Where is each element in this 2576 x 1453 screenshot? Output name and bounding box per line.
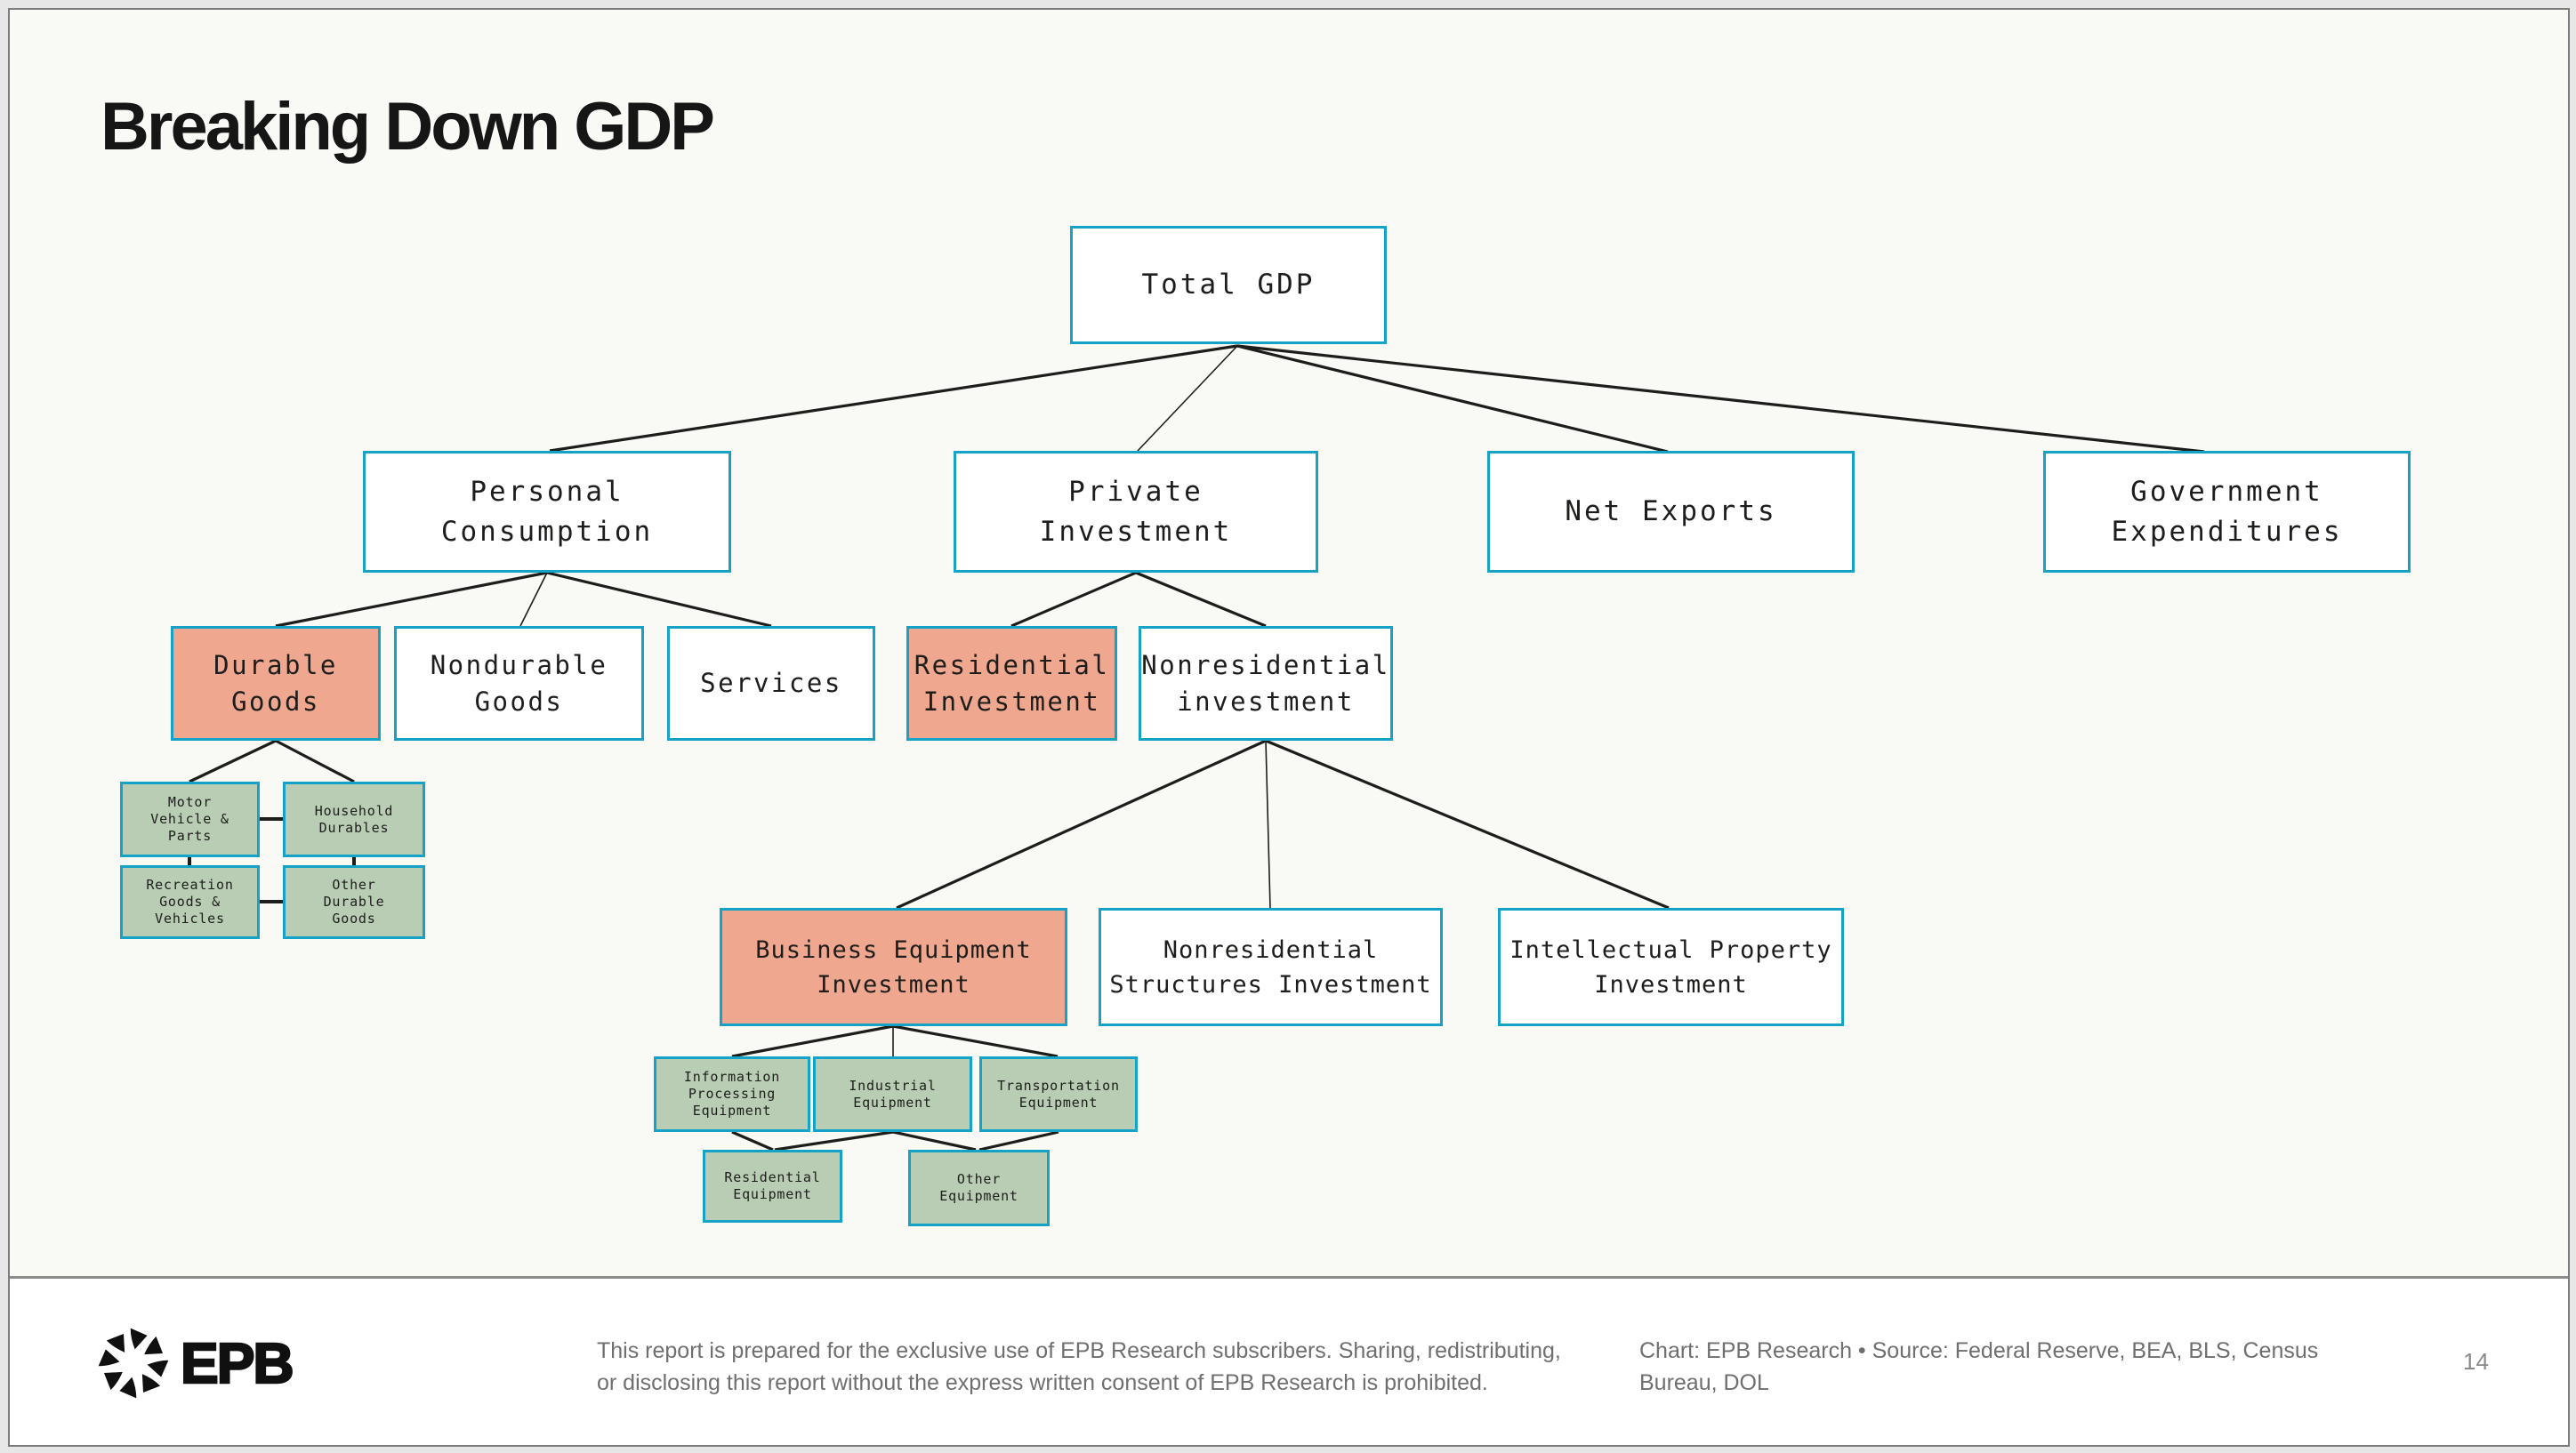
node-other-durable-goods: Other Durable Goods	[283, 865, 425, 939]
node-label: Nonresidential Structures Investment	[1109, 935, 1432, 999]
node-label: Residential Equipment	[724, 1169, 821, 1202]
page-title: Breaking Down GDP	[101, 89, 715, 165]
node-label: Information Processing Equipment	[683, 1069, 781, 1119]
node-motor-vehicle-parts: Motor Vehicle & Parts	[120, 782, 260, 857]
node-label: Total GDP	[1141, 269, 1316, 301]
node-label: Government Expenditures	[2111, 475, 2343, 548]
node-label: Transportation Equipment	[997, 1077, 1120, 1111]
page-number: 14	[2463, 1348, 2489, 1375]
slide: Breaking Down GDP Total GDP Personal Con…	[8, 8, 2570, 1447]
node-total-gdp: Total GDP	[1070, 226, 1387, 344]
node-residential-investment: Residential Investment	[906, 626, 1117, 741]
node-private-investment: Private Investment	[954, 451, 1318, 573]
node-net-exports: Net Exports	[1487, 451, 1855, 573]
node-label: Nondurable Goods	[430, 649, 608, 717]
node-information-processing-equipment: Information Processing Equipment	[654, 1056, 810, 1132]
node-label: Personal Consumption	[440, 475, 654, 548]
chart-source-text: Chart: EPB Research • Source: Federal Re…	[1639, 1338, 2319, 1395]
epb-logo-text: EPB	[180, 1330, 295, 1397]
node-nonresidential-structures-investment: Nonresidential Structures Investment	[1099, 908, 1443, 1026]
node-label: Motor Vehicle & Parts	[150, 794, 229, 844]
footer: EPB This report is prepared for the excl…	[10, 1276, 2568, 1445]
node-label: Private Investment	[1039, 475, 1233, 548]
node-label: Intellectual Property Investment	[1509, 935, 1832, 999]
node-label: Other Equipment	[939, 1171, 1018, 1204]
node-label: Household Durables	[314, 802, 394, 836]
node-intellectual-property-investment: Intellectual Property Investment	[1498, 908, 1844, 1026]
node-label: Residential Investment	[914, 649, 1110, 717]
node-label: Other Durable Goods	[323, 877, 385, 927]
node-nonresidential-investment: Nonresidential investment	[1139, 626, 1393, 741]
node-household-durables: Household Durables	[283, 782, 425, 857]
disclaimer-text: This report is prepared for the exclusiv…	[597, 1338, 1561, 1395]
node-label: Recreation Goods & Vehicles	[146, 877, 234, 927]
node-other-equipment: Other Equipment	[908, 1150, 1050, 1226]
node-transportation-equipment: Transportation Equipment	[979, 1056, 1138, 1132]
node-label: Services	[700, 668, 842, 698]
node-government-expenditures: Government Expenditures	[2043, 451, 2411, 573]
epb-aperture-icon	[98, 1328, 169, 1399]
node-nondurable-goods: Nondurable Goods	[394, 626, 644, 741]
node-industrial-equipment: Industrial Equipment	[813, 1056, 972, 1132]
epb-logo: EPB	[97, 1327, 295, 1400]
node-recreation-goods-vehicles: Recreation Goods & Vehicles	[120, 865, 260, 939]
node-label: Industrial Equipment	[849, 1077, 937, 1111]
node-services: Services	[667, 626, 875, 741]
node-label: Nonresidential investment	[1141, 649, 1390, 717]
node-label: Business Equipment Investment	[755, 935, 1032, 999]
node-residential-equipment: Residential Equipment	[703, 1150, 842, 1223]
node-durable-goods: Durable Goods	[171, 626, 381, 741]
node-label: Durable Goods	[213, 649, 338, 717]
node-label: Net Exports	[1565, 495, 1777, 527]
node-personal-consumption: Personal Consumption	[363, 451, 731, 573]
node-business-equipment-investment: Business Equipment Investment	[720, 908, 1067, 1026]
